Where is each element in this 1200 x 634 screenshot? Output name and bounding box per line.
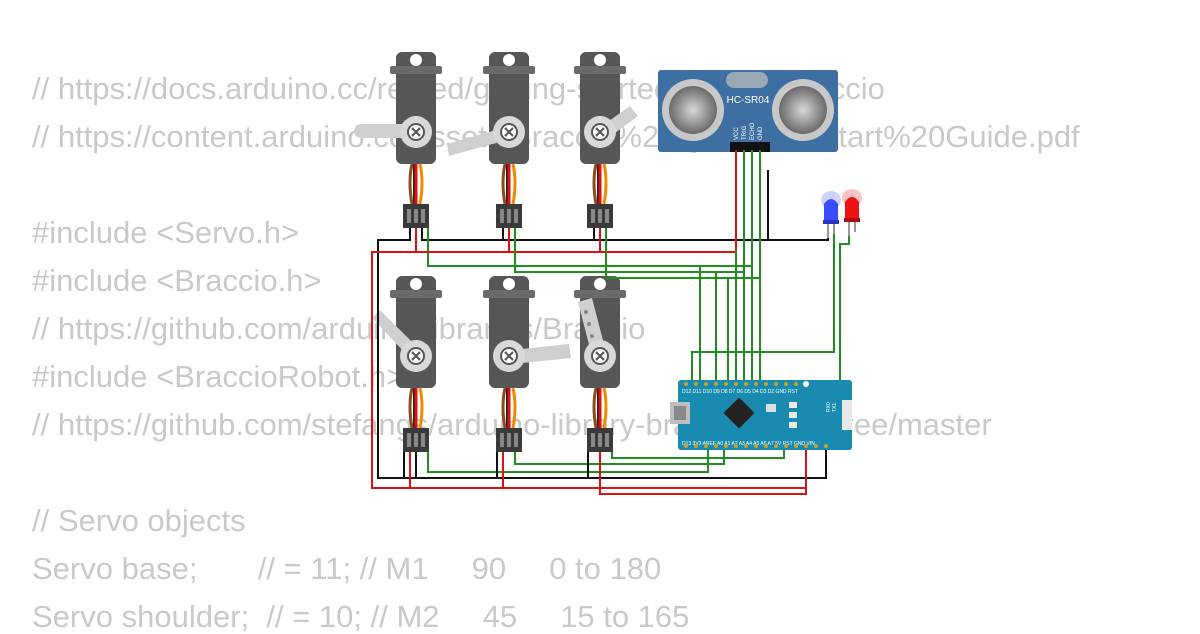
sensor-pin-label: VCC [734, 127, 740, 140]
sensor-pin-label: ECHO [750, 122, 756, 140]
led-blue [821, 191, 841, 238]
servo-horn [513, 344, 571, 364]
arduino-top-pins: D12 D11 D10 D9 D8 D7 D6 D5 D4 D3 D2 GND … [682, 389, 798, 395]
code-line: #include <Servo.h> [32, 215, 300, 250]
code-line: #include <Braccio.h> [32, 263, 322, 298]
servo-horn [447, 128, 507, 156]
wires [371, 150, 850, 495]
arduino-side-pin: RX0 [826, 402, 832, 412]
sensor-pin-label: TRIG [742, 125, 748, 140]
code-line: // https://content.arduino.cc/assets/Bra… [32, 119, 1080, 154]
ultrasonic-sensor: HC-SR04 VCC TRIG ECHO GND [658, 70, 838, 152]
servo-motor [354, 52, 442, 230]
servo-motor [574, 52, 638, 230]
servo-motor [574, 276, 626, 454]
servo-motor [483, 276, 571, 454]
arduino-side-pin: TX1 [832, 403, 838, 412]
code-line: // Servo objects [32, 503, 246, 538]
code-line: Servo shoulder; // = 10; // M2 45 15 to … [32, 599, 690, 634]
arduino-bottom-pins: D13 3V3 AREF A0 A1 A2 A3 A4 A5 A6 A7 5V … [682, 441, 815, 447]
sensor-label: HC-SR04 [727, 95, 770, 106]
led-red [842, 189, 862, 236]
arduino-nano: D12 D11 D10 D9 D8 D7 D6 D5 D4 D3 D2 GND … [670, 380, 852, 450]
code-line: #include <BraccioRobot.h> [32, 359, 405, 394]
servo-motor [447, 52, 535, 230]
sensor-pin-label: GND [758, 126, 764, 140]
code-line: // https://github.com/arduino-libraries/… [32, 311, 646, 346]
servo-horn [354, 124, 414, 138]
servo-motor [372, 276, 442, 454]
code-line: Servo base; // = 11; // M1 90 0 to 180 [32, 551, 662, 586]
